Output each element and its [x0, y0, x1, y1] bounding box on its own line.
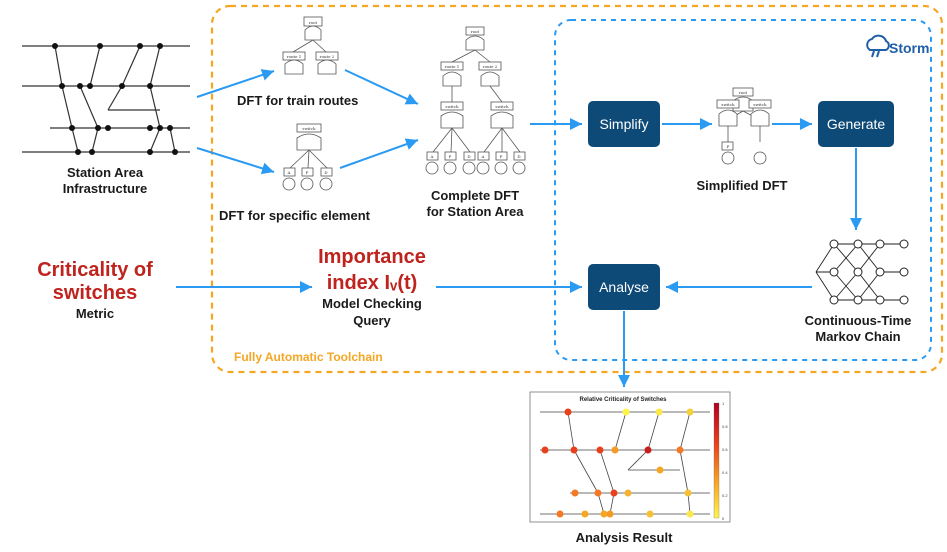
analysis-result-plot: Relative Criticality of Switches — [529, 391, 731, 523]
ctmc-states — [829, 239, 909, 305]
toolchain-region — [210, 4, 944, 374]
node-route2-label: route 2 — [320, 54, 335, 59]
arrow-element-to-complete — [339, 138, 419, 169]
complete-dft-tree — [425, 26, 526, 175]
dft-train-routes-tree — [282, 16, 339, 75]
analyse-box[interactable]: Analyse — [588, 264, 660, 310]
complete-a2-label: A — [481, 154, 485, 159]
generate-box[interactable]: Generate — [818, 101, 894, 147]
toolchain-label: Fully Automatic Toolchain — [234, 350, 383, 364]
result-plot-switch-markers — [541, 408, 694, 518]
simplified-dft-node-labels: root switch switch P — [721, 90, 767, 149]
importance-label-line2: index Iᵥ(t) — [327, 272, 418, 294]
analysis-result-label: Analysis Result — [576, 530, 673, 545]
ctmc-label-line1: Continuous-Time — [805, 313, 912, 328]
result-plot-colorbar-ticks: 1 0.8 0.6 0.4 0.2 0 — [722, 401, 728, 521]
dft-specific-element-node-labels: switch A P D — [287, 126, 328, 175]
complete-root-label: root — [471, 29, 480, 34]
query-label-line1: Model Checking — [322, 296, 422, 311]
complete-dft-label-line2: for Station Area — [426, 204, 524, 219]
storm-logo: Storm — [866, 34, 929, 58]
complete-switch2-label: switch — [495, 104, 509, 109]
arrow-infra-to-element — [196, 147, 275, 175]
colorbar-tick-0-2: 0.2 — [722, 493, 728, 498]
complete-d2-label: D — [517, 154, 520, 159]
colorbar-tick-0-4: 0.4 — [722, 470, 728, 475]
dft-train-routes-label: DFT for train routes — [237, 93, 358, 108]
result-plot-colorbar — [713, 402, 720, 519]
node-root-label: root — [309, 20, 318, 25]
criticality-label-line1: Criticality of — [37, 259, 153, 281]
criticality-label-line2: switches — [53, 282, 137, 304]
node-route1-label: route 1 — [287, 54, 302, 59]
complete-d1-label: D — [467, 154, 470, 159]
simplified-root-label: root — [739, 90, 748, 95]
node-p-label: P — [306, 170, 309, 175]
node-switch-label: switch — [302, 126, 316, 131]
simplified-switch2-label: switch — [753, 102, 767, 107]
complete-switch1-label: switch — [445, 104, 459, 109]
node-d-label: D — [324, 170, 327, 175]
complete-dft-node-labels: root route 1 route 2 switch switch A P D… — [430, 29, 521, 159]
flow-arrows — [176, 69, 862, 387]
dft-train-routes-node-labels: root route 1 route 2 — [287, 20, 335, 59]
simplify-box[interactable]: Simplify — [588, 101, 660, 147]
arrow-routes-to-complete — [344, 69, 419, 105]
station-area-track-diagram — [22, 45, 190, 153]
arrow-infra-to-routes — [196, 69, 275, 98]
colorbar-tick-0-6: 0.6 — [722, 447, 728, 452]
colorbar-tick-1: 1 — [722, 401, 725, 406]
metric-label: Metric — [76, 306, 114, 321]
storm-label: Storm — [889, 40, 929, 56]
complete-route2-label: route 2 — [483, 64, 498, 69]
complete-route1-label: route 1 — [445, 64, 460, 69]
dft-specific-element-label: DFT for specific element — [219, 208, 371, 223]
colorbar-tick-0: 0 — [722, 516, 725, 521]
result-plot-title: Relative Criticality of Switches — [579, 397, 667, 403]
ctmc-label-line2: Markov Chain — [815, 329, 900, 344]
analyse-label: Analyse — [599, 279, 649, 295]
complete-p2-label: P — [500, 154, 503, 159]
dft-specific-element-tree — [282, 123, 333, 191]
station-area-switch-dots — [52, 43, 178, 155]
simplify-label: Simplify — [599, 116, 648, 132]
station-area-label-line2: Infrastructure — [63, 181, 148, 196]
complete-p1-label: P — [449, 154, 452, 159]
complete-a1-label: A — [430, 154, 434, 159]
simplified-switch1-label: switch — [721, 102, 735, 107]
complete-dft-label-line1: Complete DFT — [431, 188, 519, 203]
simplified-p-label: P — [727, 144, 730, 149]
importance-label-line1: Importance — [318, 246, 426, 268]
station-area-label-line1: Station Area — [67, 165, 144, 180]
simplified-dft-tree — [716, 87, 772, 165]
node-a-label: A — [287, 170, 291, 175]
query-label-line2: Query — [353, 313, 391, 328]
colorbar-tick-0-8: 0.8 — [722, 424, 728, 429]
generate-label: Generate — [827, 116, 886, 132]
storm-region — [554, 19, 932, 361]
cloud-icon — [866, 34, 890, 58]
simplified-dft-label: Simplified DFT — [697, 178, 788, 193]
